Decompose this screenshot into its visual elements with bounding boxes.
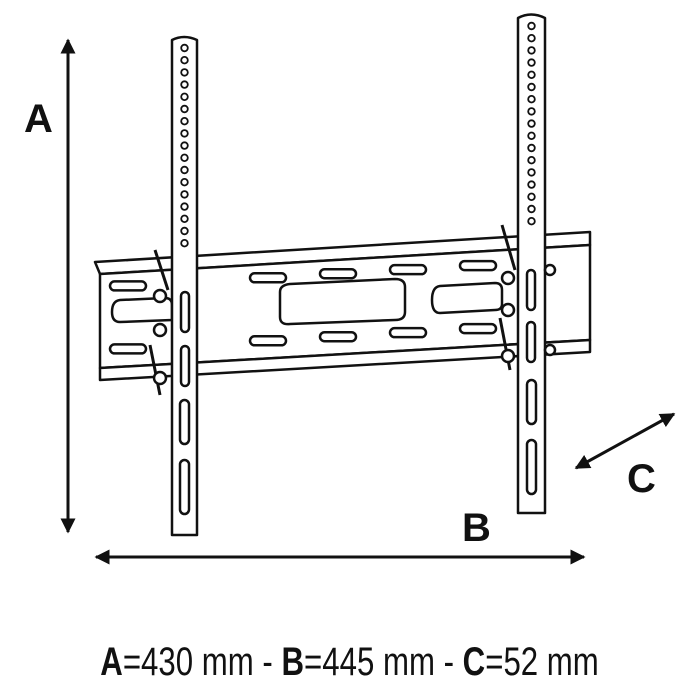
plate-slot	[388, 326, 428, 339]
mount-hole	[527, 155, 536, 165]
mount-hole	[527, 192, 536, 201]
mount-hole	[180, 129, 189, 138]
mount-hole	[527, 34, 536, 43]
caption-a-letter: A	[100, 640, 124, 684]
caption-separator: -	[435, 640, 464, 684]
mount-hole	[180, 190, 189, 199]
mount-hole	[527, 46, 536, 55]
plate-slot	[388, 263, 428, 276]
caption-separator: -	[254, 640, 282, 684]
plate-slot	[248, 335, 288, 347]
dimensions-caption: A=430 mm - B=445 mm - C=52 mm	[0, 640, 700, 685]
mount-hole	[180, 214, 189, 223]
arm-slot	[525, 378, 538, 426]
label-c: C	[627, 457, 656, 501]
right-vertical-arm	[498, 13, 557, 515]
mount-hole	[527, 70, 536, 79]
caption-a-value: =430 mm	[123, 640, 255, 684]
arm-slot	[178, 458, 191, 516]
mount-hole	[180, 56, 189, 65]
caption-b-value: =445 mm	[304, 640, 436, 684]
dimension-c-arrow	[574, 412, 676, 470]
plate-slot	[248, 272, 288, 284]
center-slot	[278, 277, 407, 326]
mount-hole	[180, 153, 189, 162]
mount-hole	[180, 226, 189, 236]
mount-hole	[527, 82, 536, 92]
mount-hole	[527, 21, 536, 31]
mount-hole	[527, 168, 536, 177]
mount-hole	[527, 143, 536, 153]
caption-c-value: =52 mm	[485, 640, 600, 684]
mount-hole	[180, 238, 189, 248]
mount-hole	[180, 116, 189, 126]
mount-hole	[527, 131, 536, 140]
arm-slot	[525, 438, 538, 496]
label-a: A	[24, 97, 53, 141]
plate-slot	[108, 280, 148, 292]
mount-hole	[180, 141, 189, 150]
arm-slot	[178, 398, 191, 446]
caption-b-letter: B	[281, 640, 305, 684]
mount-hole	[527, 107, 536, 116]
mount-hole	[527, 180, 536, 189]
mount-hole	[180, 92, 189, 101]
mount-hole	[180, 202, 189, 211]
mount-hole	[180, 177, 189, 187]
mount-hole	[180, 68, 189, 77]
mount-hole	[527, 94, 536, 104]
mount-hole	[527, 58, 536, 67]
mount-hole	[180, 80, 189, 89]
mount-hole	[527, 216, 536, 226]
wall-plate	[93, 230, 592, 382]
label-b: B	[462, 506, 491, 550]
plate-slot	[458, 322, 498, 335]
mount-hole	[180, 104, 189, 114]
plate-slot	[318, 267, 358, 280]
plate-slot	[108, 343, 148, 355]
plate-slot	[318, 330, 358, 343]
mount-hole	[180, 43, 189, 53]
mount-hole	[527, 204, 536, 214]
left-vertical-arm	[148, 35, 199, 537]
plate-slot	[458, 259, 498, 272]
caption-c-letter: C	[463, 640, 486, 684]
mount-hole	[180, 165, 189, 175]
mount-hole	[527, 119, 536, 128]
